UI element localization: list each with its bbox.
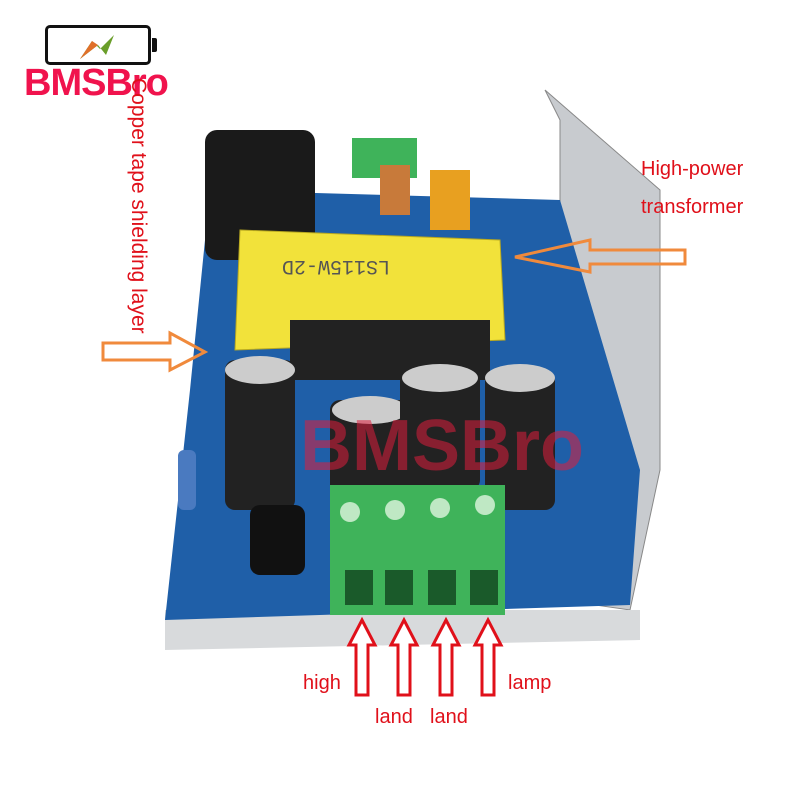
arrow-up-icon (388, 616, 420, 697)
brand-logo: BMSBro (24, 62, 169, 104)
terminal-label-land: land (430, 706, 468, 728)
transformer-label-line1: High-power (641, 158, 744, 180)
arrow-up-icon (346, 616, 378, 697)
arrow-up-icon (430, 616, 462, 697)
arrow-right-icon (101, 330, 209, 373)
battery-logo-icon (45, 25, 157, 65)
terminal-label-land: land (375, 706, 413, 728)
bolt-icon (80, 35, 114, 59)
arrow-left-icon (514, 238, 687, 274)
watermark: BMSBro (300, 406, 584, 486)
shielding-label: Copper tape shielding layer (127, 78, 150, 334)
arrow-up-icon (472, 616, 504, 697)
terminal-arrows (346, 616, 504, 697)
transformer-label-line2: transformer (641, 196, 744, 218)
transformer-marking: LS115W-2D (282, 254, 390, 277)
terminal-label-lamp: lamp (508, 672, 552, 694)
terminal-label-high: high (303, 672, 341, 694)
